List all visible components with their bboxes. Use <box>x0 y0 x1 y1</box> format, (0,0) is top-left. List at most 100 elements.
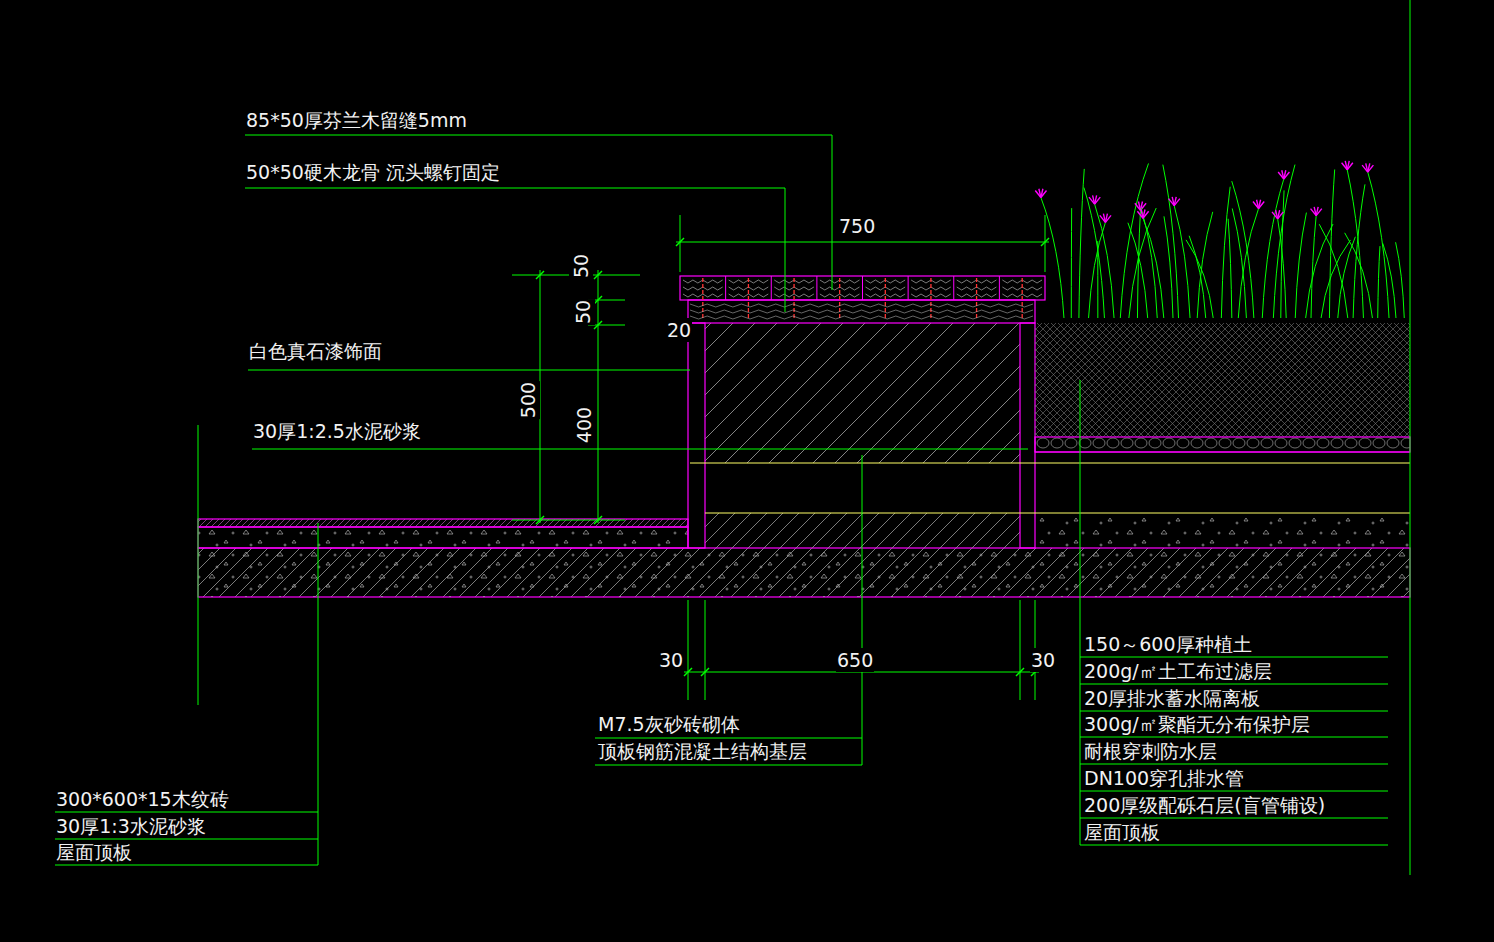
dimension: 500 <box>516 381 540 419</box>
line <box>676 238 684 246</box>
plant-blade <box>1141 208 1157 318</box>
callout-text: 顶板钢筋混凝土结构基层 <box>597 739 808 763</box>
callout-text: 150～600厚种植土 <box>1083 632 1253 656</box>
line <box>1080 657 1388 658</box>
layer <box>688 323 705 548</box>
line <box>1041 238 1049 246</box>
line <box>536 516 544 524</box>
dimension: 50 <box>569 253 593 279</box>
line <box>688 600 689 700</box>
line <box>248 370 690 371</box>
plant-blade <box>1311 216 1316 318</box>
line <box>594 321 602 329</box>
line <box>1080 737 1388 738</box>
callout-text: 300*600*15木纹砖 <box>55 787 230 811</box>
line <box>1368 165 1374 172</box>
line <box>1105 215 1111 222</box>
line <box>953 276 954 300</box>
plant-blade <box>1041 198 1064 318</box>
layer <box>1035 513 1410 548</box>
layer <box>705 323 1020 463</box>
plant-blade <box>1079 169 1084 318</box>
dimension: 650 <box>836 648 874 672</box>
dimension: 20 <box>666 318 692 342</box>
line <box>676 242 1049 243</box>
callout-text: 200g/㎡土工布过滤层 <box>1083 659 1273 683</box>
plant-blade <box>1186 240 1213 318</box>
line <box>595 765 862 766</box>
plant-blade <box>1319 224 1348 318</box>
line <box>1095 197 1101 204</box>
plant-blade <box>1089 222 1106 318</box>
plant-blade <box>1228 219 1232 318</box>
plant-blade <box>1378 246 1380 318</box>
line <box>690 304 1033 307</box>
callout-text: 300g/㎡聚酯无分布保护层 <box>1083 712 1311 736</box>
layer <box>1035 323 1410 437</box>
plant-blade <box>1295 213 1306 318</box>
line <box>1020 600 1021 700</box>
line <box>1041 191 1047 198</box>
layer <box>198 548 1410 597</box>
line <box>908 276 909 300</box>
layer <box>688 300 1035 323</box>
line <box>1174 199 1180 206</box>
plant-blade <box>1071 208 1072 318</box>
line <box>1080 845 1388 846</box>
line <box>680 215 681 272</box>
dimension: 30 <box>1030 648 1056 672</box>
line <box>690 310 1033 313</box>
line <box>1080 380 1081 845</box>
line <box>748 278 749 318</box>
plant-blade <box>1128 223 1148 318</box>
line <box>55 812 318 813</box>
line <box>1080 684 1388 685</box>
plant-blade <box>1221 187 1230 318</box>
line <box>512 520 625 521</box>
plant-blade <box>1084 188 1105 318</box>
line <box>684 668 692 676</box>
line <box>1080 791 1388 792</box>
line <box>1284 172 1290 179</box>
callout-text: 20厚排水蓄水隔离板 <box>1083 686 1261 710</box>
line <box>705 600 706 700</box>
line <box>536 271 544 279</box>
plant-blade <box>1278 219 1287 318</box>
line <box>725 276 726 300</box>
callout-text: 耐根穿刺防水层 <box>1083 739 1218 763</box>
layer <box>198 519 688 527</box>
line <box>816 276 817 300</box>
line <box>793 278 794 318</box>
layer <box>680 276 1045 300</box>
plant-blade <box>1163 165 1179 318</box>
plant-blade <box>1143 218 1164 318</box>
plant-blade <box>1368 172 1389 318</box>
plant-blade <box>1164 216 1173 318</box>
plant-blade <box>1345 233 1373 318</box>
line <box>594 271 602 279</box>
line <box>690 316 1033 319</box>
callout-text: DN100穿孔排水管 <box>1083 766 1245 790</box>
callout-text: 50*50硬木龙骨 沉头螺钉固定 <box>245 160 501 184</box>
callout-text: 白色真石漆饰面 <box>248 339 383 363</box>
callout-text: 屋面顶板 <box>55 840 133 864</box>
plant-blade <box>1396 242 1405 318</box>
plant-blade <box>1273 165 1295 318</box>
line <box>1045 215 1046 272</box>
line <box>862 276 863 300</box>
line <box>594 516 602 524</box>
line <box>1347 163 1353 170</box>
dimension: 400 <box>572 406 596 444</box>
line <box>930 278 931 318</box>
line <box>245 135 832 290</box>
plant-blade <box>1174 206 1190 318</box>
line <box>55 865 318 866</box>
callout-text: 85*50厚芬兰木留缝5mm <box>245 108 468 132</box>
dimension: 50 <box>571 299 595 325</box>
line <box>1080 818 1388 819</box>
line <box>1316 209 1322 216</box>
plant-blade <box>1262 179 1284 318</box>
plant-blade <box>1383 243 1396 318</box>
line <box>701 668 709 676</box>
line <box>1035 451 1410 452</box>
